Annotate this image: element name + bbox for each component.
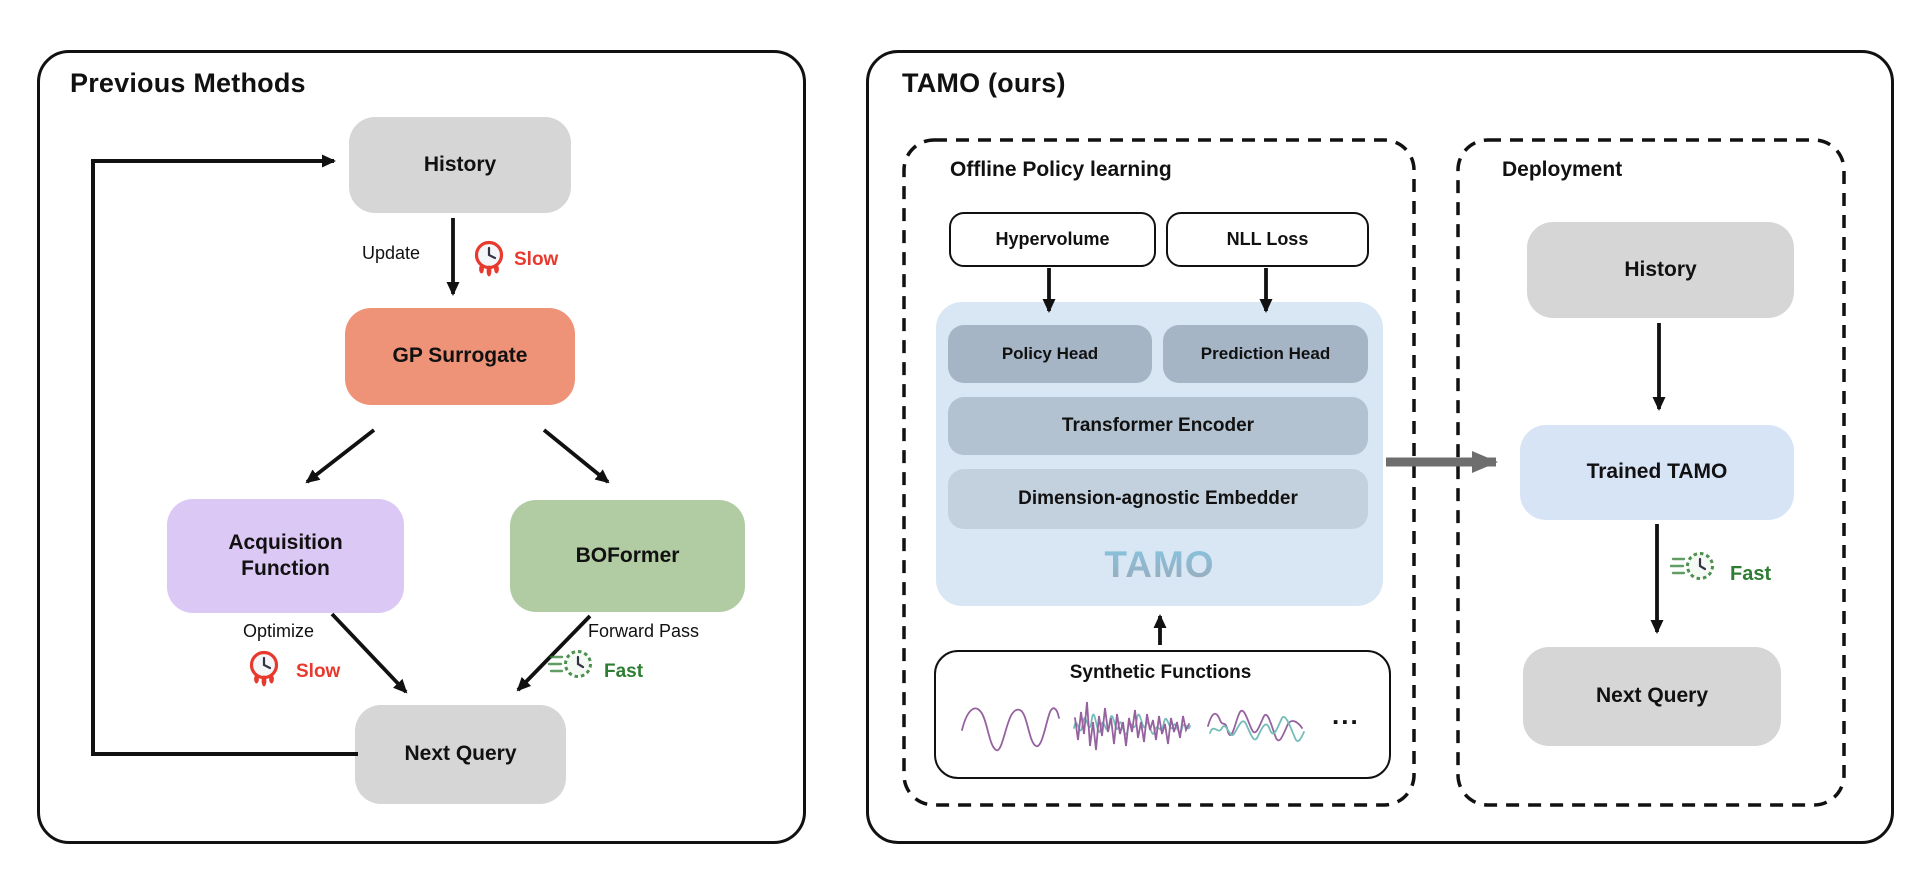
next-query-box-previous: Next Query <box>355 705 566 804</box>
boformer-box: BOFormer <box>510 500 745 612</box>
deployment-label: Deployment <box>1502 158 1623 181</box>
history-box-deployment: History <box>1527 222 1794 318</box>
nll-loss-box: NLL Loss <box>1166 212 1369 267</box>
synthetic-ellipsis: ... <box>1332 700 1360 730</box>
optimize-label: Optimize <box>243 621 315 641</box>
hypervolume-box: Hypervolume <box>949 212 1156 267</box>
offline-policy-learning-label: Offline Policy learning <box>950 158 1172 181</box>
synthetic-functions-label: Synthetic Functions <box>1069 662 1252 683</box>
tamo-title: TAMO (ours) <box>902 68 1066 98</box>
prediction-head-box: Prediction Head <box>1163 325 1368 383</box>
embedder-box: Dimension-agnostic Embedder <box>948 469 1368 529</box>
history-box-previous: History <box>349 117 571 213</box>
previous-methods-title: Previous Methods <box>70 68 306 98</box>
next-query-box-deployment: Next Query <box>1523 647 1781 746</box>
optimize-slow-label: Slow <box>296 661 341 682</box>
acquisition-function-box: Acquisition Function <box>167 499 404 613</box>
transformer-encoder-box: Transformer Encoder <box>948 397 1368 455</box>
update-label: Update <box>362 243 421 263</box>
trained-tamo-box: Trained TAMO <box>1520 425 1794 520</box>
forward-pass-label: Forward Pass <box>588 621 700 641</box>
forward-fast-label: Fast <box>604 661 644 682</box>
policy-head-box: Policy Head <box>948 325 1152 383</box>
tamo-wordmark: TAMO <box>936 544 1383 586</box>
deployment-fast-label: Fast <box>1730 563 1772 585</box>
update-slow-label: Slow <box>514 249 559 270</box>
gp-surrogate-box: GP Surrogate <box>345 308 575 405</box>
